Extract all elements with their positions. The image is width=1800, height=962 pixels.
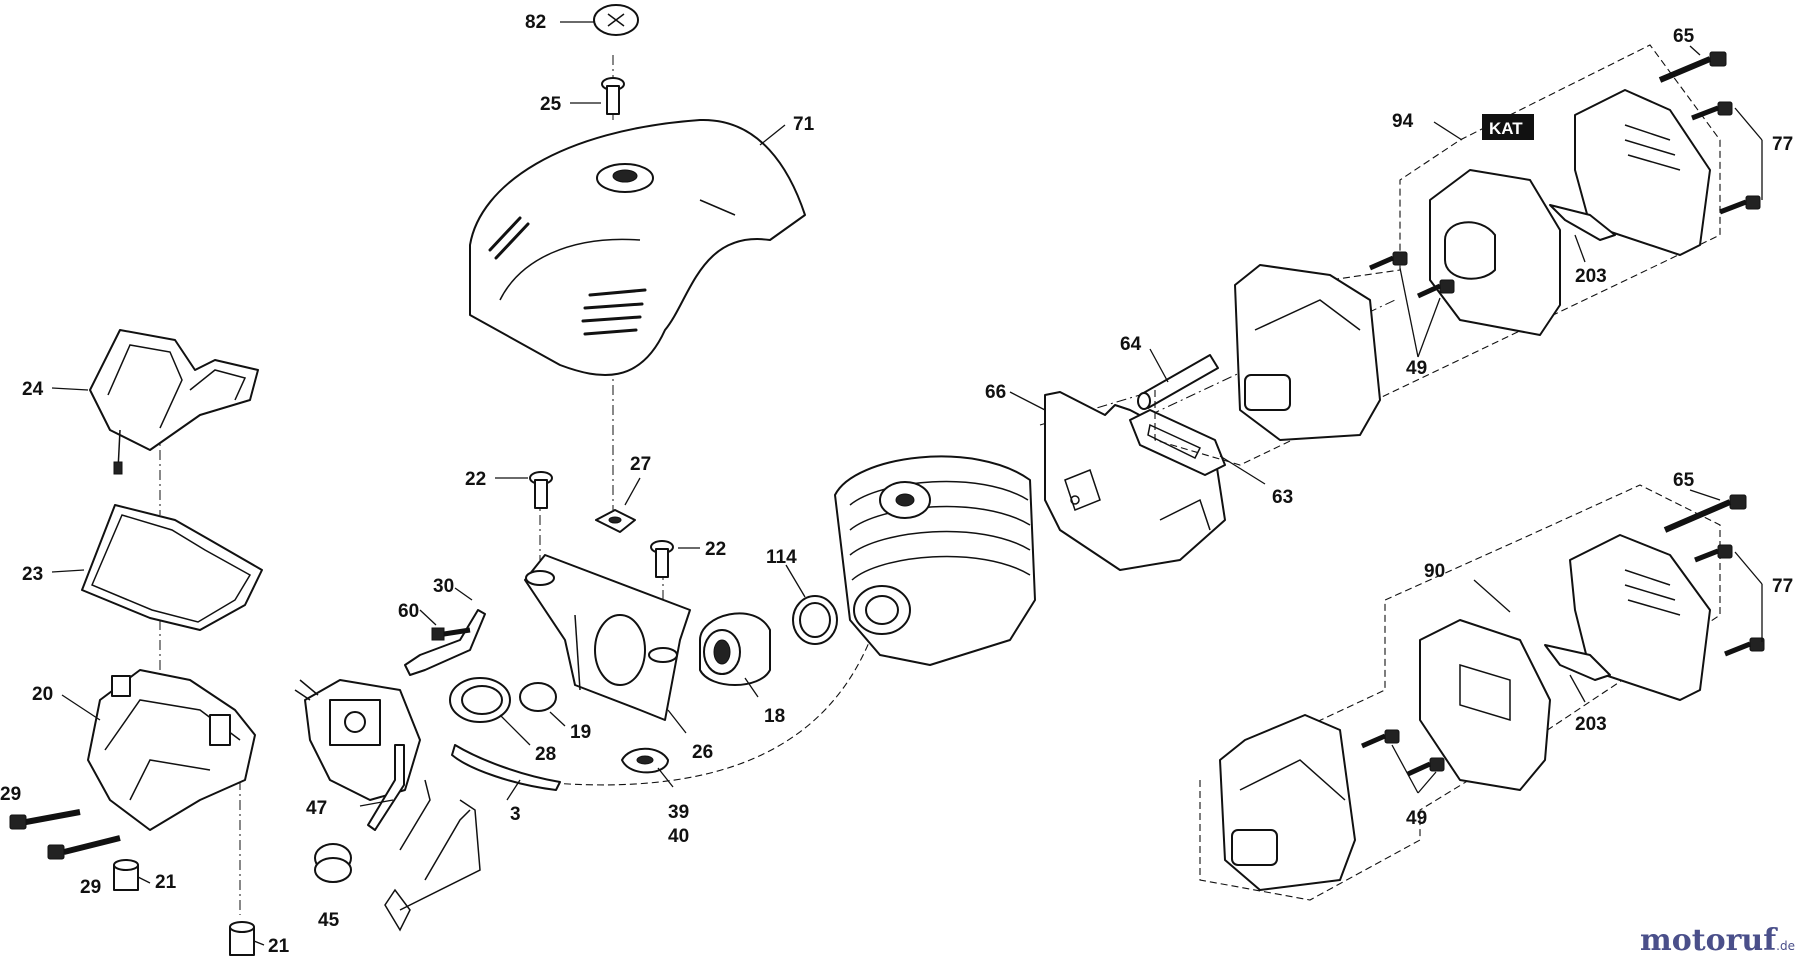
part-23-filter-frame	[81, 504, 263, 631]
callout-21-b: 21	[268, 936, 290, 957]
callout-3: 3	[510, 804, 521, 825]
kat-badge-label: KAT	[1489, 119, 1523, 138]
part-39-40-grommet	[621, 747, 669, 774]
part-45-primer	[314, 843, 411, 932]
part-47-fuel-line	[367, 744, 481, 911]
callout-64: 64	[1120, 334, 1142, 355]
cylinder	[834, 455, 1036, 666]
part-64-pin	[1137, 354, 1219, 410]
callout-49-a: 49	[1406, 358, 1427, 379]
callout-90: 90	[1424, 561, 1445, 582]
callout-60: 60	[398, 601, 419, 622]
callout-22-b: 22	[705, 539, 726, 560]
part-30-lever	[404, 609, 486, 676]
callout-18: 18	[764, 706, 785, 727]
bolts-65-77-49	[1361, 51, 1765, 777]
part-20-filter-housing	[87, 669, 256, 831]
part-114-ring	[792, 595, 838, 645]
callout-20: 20	[32, 684, 53, 705]
brand-logo: motoruf.de	[1640, 923, 1795, 958]
brand-watermark: motoruf.de	[1640, 923, 1795, 958]
part-63-gasket	[1129, 409, 1226, 476]
callout-28: 28	[535, 744, 556, 765]
callout-66: 66	[985, 382, 1006, 403]
part-27-clip-nut	[595, 509, 636, 533]
callout-45: 45	[318, 910, 340, 931]
callout-203-b: 203	[1575, 714, 1607, 735]
brand-name: motoruf	[1640, 923, 1778, 958]
callout-77-a: 77	[1772, 134, 1793, 155]
part-3-hose	[451, 744, 561, 791]
callout-22-a: 22	[465, 469, 486, 490]
brand-suffix: .de	[1776, 939, 1795, 953]
part-25-screw	[601, 77, 625, 115]
part-22-screws	[529, 471, 674, 578]
part-60-screw	[431, 627, 471, 641]
callout-82: 82	[525, 12, 546, 33]
callout-24: 24	[22, 379, 44, 400]
callout-29-a: 29	[0, 784, 21, 805]
callout-30: 30	[433, 576, 454, 597]
callout-27: 27	[630, 454, 651, 475]
callout-19: 19	[570, 722, 591, 743]
part-71-top-cover	[469, 118, 806, 376]
callout-40: 40	[668, 826, 689, 847]
callout-71: 71	[793, 114, 815, 135]
part-28-clamp	[449, 677, 511, 723]
callout-77-b: 77	[1772, 576, 1793, 597]
callout-39: 39	[668, 802, 689, 823]
part-29-bolts	[9, 809, 121, 860]
part-26-bracket	[524, 554, 691, 721]
callout-29-b: 29	[80, 877, 101, 898]
callout-63: 63	[1272, 487, 1293, 508]
callout-94: 94	[1392, 111, 1414, 132]
callout-26: 26	[692, 742, 713, 763]
part-24-air-filter	[89, 329, 259, 475]
callout-21-a: 21	[155, 872, 177, 893]
kit-90-muffler	[1199, 484, 1721, 901]
part-82-cap	[593, 4, 639, 36]
callout-65-b: 65	[1673, 470, 1695, 491]
callout-49-b: 49	[1406, 808, 1427, 829]
callout-65-a: 65	[1673, 26, 1695, 47]
kit-94-muffler	[1154, 44, 1721, 466]
callout-23: 23	[22, 564, 43, 585]
callout-114: 114	[766, 547, 797, 568]
part-21-feet	[113, 859, 255, 956]
part-19-oring	[519, 682, 557, 712]
callout-labels: 82 25 71 24 23 20 29 29 21 21 22 27 22 3…	[0, 12, 1793, 957]
callout-47: 47	[306, 798, 327, 819]
kat-badge: KAT	[1482, 114, 1534, 140]
carburetor	[294, 679, 421, 801]
leader-lines	[51, 21, 1763, 946]
part-18-intake-boot	[699, 612, 771, 686]
callout-203-a: 203	[1575, 266, 1607, 287]
callout-25: 25	[540, 94, 562, 115]
